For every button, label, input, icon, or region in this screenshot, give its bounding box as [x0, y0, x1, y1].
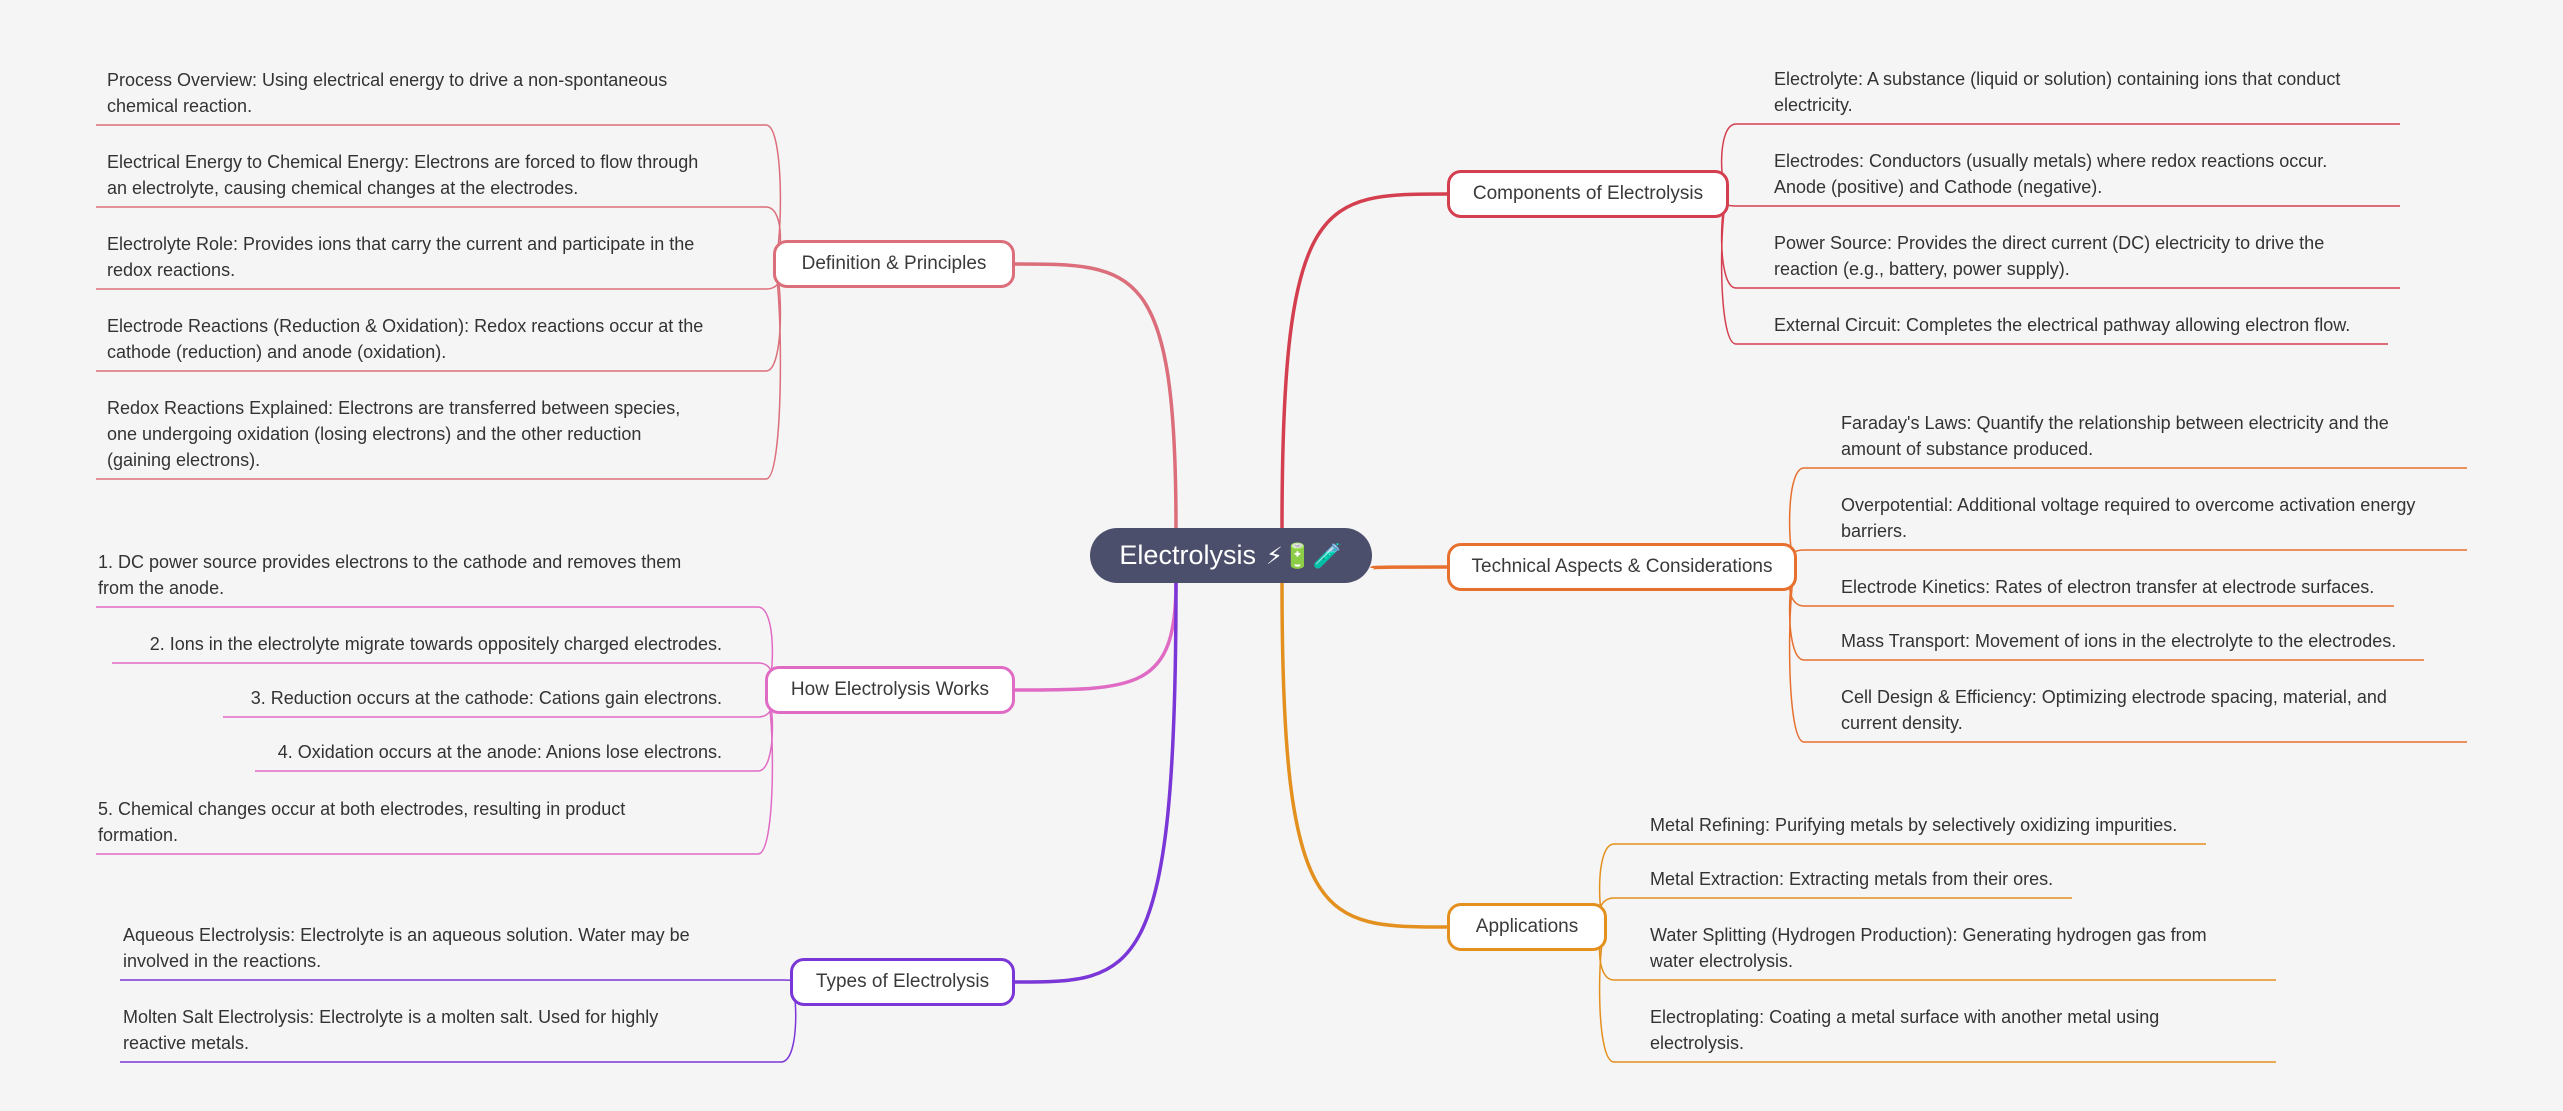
technical-leaf[interactable]: Overpotential: Additional voltage requir… [1841, 492, 2467, 544]
branch-node-definition[interactable]: Definition & Principles [773, 240, 1015, 288]
leaf-text-line: 4. Oxidation occurs at the anode: Anions… [277, 742, 722, 762]
leaf-text-line: Metal Refining: Purifying metals by sele… [1650, 815, 2178, 835]
leaf-text-line: chemical reaction. [107, 96, 253, 116]
how-leaf[interactable]: 2. Ions in the electrolyte migrate towar… [116, 631, 722, 657]
definition-leaf[interactable]: Redox Reactions Explained: Electrons are… [107, 395, 787, 473]
technical-leaf[interactable]: Mass Transport: Movement of ions in the … [1841, 628, 2424, 654]
leaf-text-line: Electrical Energy to Chemical Energy: El… [107, 152, 699, 172]
leaf-text-line: water electrolysis. [1650, 951, 1794, 971]
leaf-text-line: Aqueous Electrolysis: Electrolyte is an … [123, 925, 690, 945]
leaf-text-line: 1. DC power source provides electrons to… [98, 552, 682, 572]
leaf-text-line: electricity. [1774, 95, 1853, 115]
leaf-text-line: Electrode Reactions (Reduction & Oxidati… [107, 316, 704, 336]
branch-node-technical[interactable]: Technical Aspects & Considerations [1447, 543, 1797, 591]
leaf-text-line: reaction (e.g., battery, power supply). [1774, 259, 2070, 279]
leaf-text-line: External Circuit: Completes the electric… [1774, 315, 2351, 335]
definition-leaf[interactable]: Process Overview: Using electrical energ… [107, 67, 787, 119]
how-leaf[interactable]: 1. DC power source provides electrons to… [98, 549, 778, 601]
leaf-text-line: barriers. [1841, 521, 1908, 541]
leaf-text-line: redox reactions. [107, 260, 236, 280]
applications-leaf[interactable]: Metal Refining: Purifying metals by sele… [1650, 812, 2206, 838]
leaf-text-line: electrolysis. [1650, 1033, 1745, 1053]
how-leaf[interactable]: 5. Chemical changes occur at both electr… [98, 796, 778, 848]
leaf-text-line: Anode (positive) and Cathode (negative). [1774, 177, 2103, 197]
root-label: Electrolysis [1119, 540, 1256, 570]
leaf-text-line: Molten Salt Electrolysis: Electrolyte is… [123, 1007, 659, 1027]
applications-leaf[interactable]: Electroplating: Coating a metal surface … [1650, 1004, 2276, 1056]
definition-leaf[interactable]: Electrical Energy to Chemical Energy: El… [107, 149, 787, 201]
how-leaf[interactable]: 3. Reduction occurs at the cathode: Cati… [227, 685, 722, 711]
branch-node-how[interactable]: How Electrolysis Works [765, 666, 1015, 714]
connector [1788, 549, 2467, 568]
connector [1280, 582, 1448, 929]
branch-node-types[interactable]: Types of Electrolysis [790, 958, 1015, 1006]
leaf-text-line: 5. Chemical changes occur at both electr… [98, 799, 626, 819]
leaf-text-line: Electrolyte Role: Provides ions that car… [107, 234, 695, 254]
leaf-text-line: 3. Reduction occurs at the cathode: Cati… [250, 688, 722, 708]
leaf-text-line: Electrode Kinetics: Rates of electron tr… [1841, 577, 2375, 597]
leaf-text-line: Redox Reactions Explained: Electrons are… [107, 398, 681, 418]
connector [1280, 192, 1448, 529]
leaf-text-line: from the anode. [98, 578, 225, 598]
leaf-text-line: Power Source: Provides the direct curren… [1774, 233, 2325, 253]
root-node[interactable]: Electrolysis ⚡🔋🧪 [1090, 528, 1372, 583]
components-leaf[interactable]: External Circuit: Completes the electric… [1774, 312, 2388, 338]
connector [1370, 565, 1448, 570]
leaf-text-line: Cell Design & Efficiency: Optimizing ele… [1841, 687, 2387, 707]
leaf-text-line: Mass Transport: Movement of ions in the … [1841, 631, 2397, 651]
branch-node-components[interactable]: Components of Electrolysis [1447, 170, 1729, 218]
battery-flask-icon: ⚡🔋🧪 [1265, 541, 1343, 570]
branch-node-applications[interactable]: Applications [1447, 903, 1607, 951]
types-leaf[interactable]: Molten Salt Electrolysis: Electrolyte is… [123, 1004, 803, 1056]
applications-leaf[interactable]: Metal Extraction: Extracting metals from… [1650, 866, 2072, 892]
applications-leaf[interactable]: Water Splitting (Hydrogen Production): G… [1650, 922, 2276, 974]
leaf-text-line: an electrolyte, causing chemical changes… [107, 178, 579, 198]
leaf-text-line: Overpotential: Additional voltage requir… [1841, 495, 2416, 515]
technical-leaf[interactable]: Faraday's Laws: Quantify the relationshi… [1841, 410, 2467, 462]
leaf-text-line: reactive metals. [123, 1033, 250, 1053]
components-leaf[interactable]: Power Source: Provides the direct curren… [1774, 230, 2400, 282]
leaf-text-line: Faraday's Laws: Quantify the relationshi… [1841, 413, 2389, 433]
connector [1014, 582, 1178, 692]
definition-leaf[interactable]: Electrode Reactions (Reduction & Oxidati… [107, 313, 787, 365]
components-leaf[interactable]: Electrolyte: A substance (liquid or solu… [1774, 66, 2400, 118]
leaf-text-line: formation. [98, 825, 179, 845]
leaf-text-line: Metal Extraction: Extracting metals from… [1650, 869, 2054, 889]
leaf-text-line: Electrodes: Conductors (usually metals) … [1774, 151, 2328, 171]
leaf-text-line: Electrolyte: A substance (liquid or solu… [1774, 69, 2341, 89]
leaf-text-line: amount of substance produced. [1841, 439, 2094, 459]
leaf-text-line: current density. [1841, 713, 1963, 733]
leaf-text-line: (gaining electrons). [107, 450, 261, 470]
leaf-text-line: involved in the reactions. [123, 951, 322, 971]
connector [120, 979, 797, 983]
technical-leaf[interactable]: Electrode Kinetics: Rates of electron tr… [1841, 574, 2394, 600]
leaf-text-line: cathode (reduction) and anode (oxidation… [107, 342, 447, 362]
components-leaf[interactable]: Electrodes: Conductors (usually metals) … [1774, 148, 2400, 200]
leaf-text-line: Electroplating: Coating a metal surface … [1650, 1007, 2160, 1027]
leaf-text-line: one undergoing oxidation (losing electro… [107, 424, 642, 444]
leaf-text-line: Water Splitting (Hydrogen Production): G… [1650, 925, 2207, 945]
leaf-text-line: Process Overview: Using electrical energ… [107, 70, 668, 90]
connector [1014, 582, 1178, 984]
how-leaf[interactable]: 4. Oxidation occurs at the anode: Anions… [259, 739, 722, 765]
connector [1014, 262, 1178, 529]
definition-leaf[interactable]: Electrolyte Role: Provides ions that car… [107, 231, 787, 283]
technical-leaf[interactable]: Cell Design & Efficiency: Optimizing ele… [1841, 684, 2467, 736]
types-leaf[interactable]: Aqueous Electrolysis: Electrolyte is an … [123, 922, 803, 974]
leaf-text-line: 2. Ions in the electrolyte migrate towar… [149, 634, 722, 654]
